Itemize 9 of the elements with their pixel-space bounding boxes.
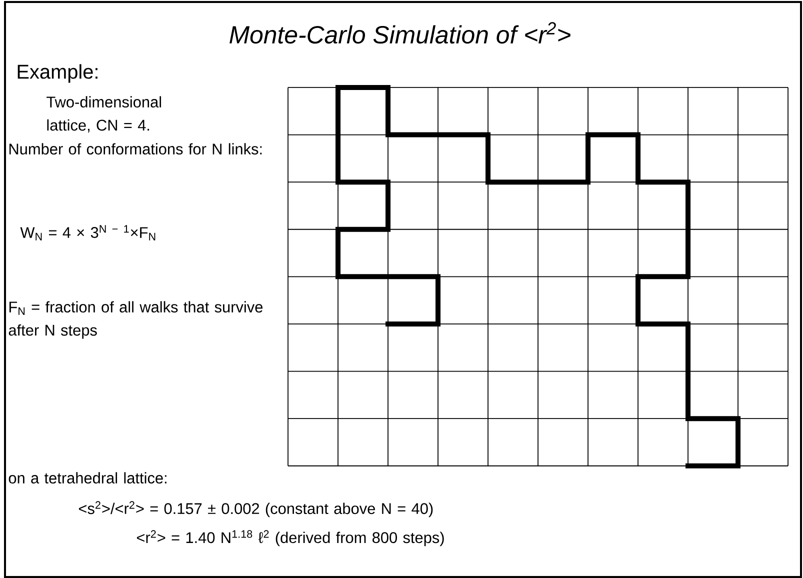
title: Monte-Carlo Simulation of <r$^{2}$>	[230, 22, 570, 44]
label-text: F$_{N}$ = fraction of all walks that survive after N steps	[8, 301, 263, 339]
label-text: on a tetrahedral lattice:	[8, 472, 166, 484]
label-text: <r$^{2}$> = 1.40 N$^{1.18}$ ℓ$^{2}$ (derived from 800 steps)	[136, 530, 444, 546]
label-text: W$_{N}$ = 4 × 3$^{N − 1}$×F$_{N}$	[20, 225, 156, 240]
label-text: Two-dimensional lattice, CN = 4.	[46, 96, 162, 132]
label-text: Number of conformations for N links:	[9, 143, 262, 155]
label-text: <s$^{2}$>/<r$^{2}$> = 0.157 ± 0.002 (constant above N = 40)	[78, 501, 433, 518]
label-text: Example:	[18, 64, 98, 83]
